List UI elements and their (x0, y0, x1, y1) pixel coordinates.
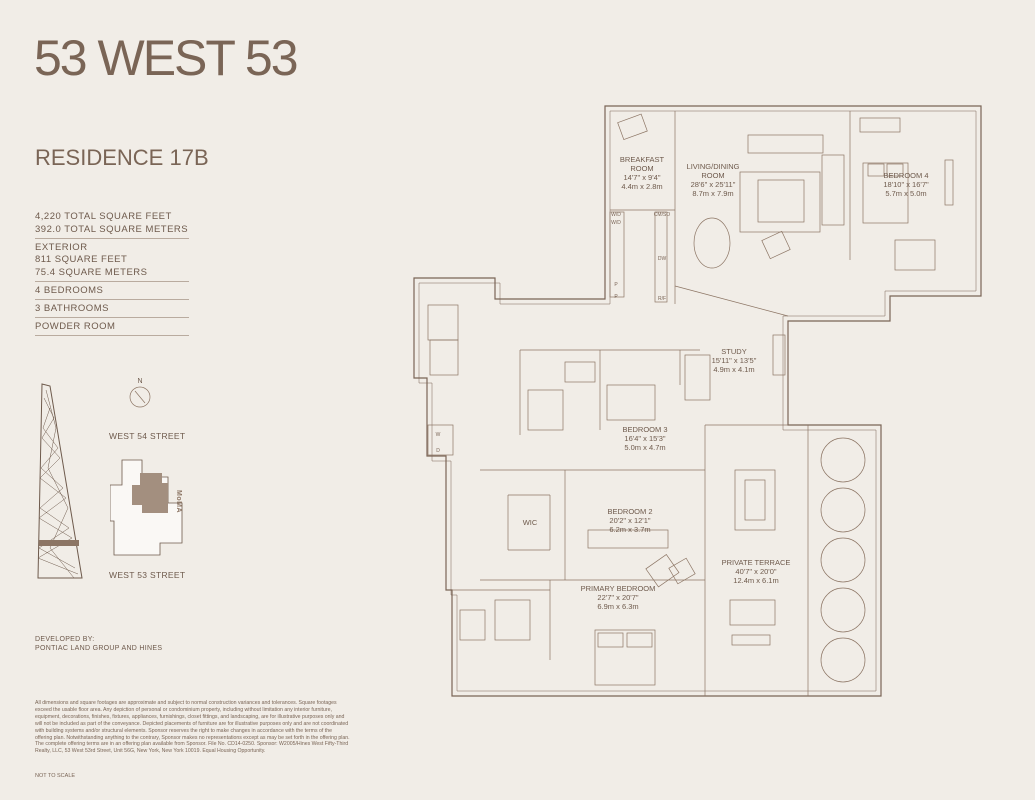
powder-room: POWDER ROOM (35, 321, 116, 332)
bedrooms-count: 4 BEDROOMS (35, 285, 104, 296)
exterior-sqm: 75.4 SQUARE METERS (35, 267, 148, 278)
room-bedroom4-name: BEDROOM 4 (883, 171, 928, 180)
fixture-d: D (436, 448, 440, 454)
floor-plan: BREAKFAST ROOM 14'7" x 9'4" 4.4m x 2.8m … (413, 105, 982, 697)
divider (35, 335, 189, 336)
room-study-dim-ft: 15'11" x 13'5" (712, 356, 757, 365)
room-terrace-dim-m: 12.4m x 6.1m (733, 576, 778, 585)
room-breakfast-dim-m: 4.4m x 2.8m (621, 182, 662, 191)
fixture-cm: CM/SO (654, 212, 671, 218)
room-breakfast-dim-ft: 14'7" x 9'4" (624, 173, 661, 182)
site-keyplan (110, 459, 183, 556)
fixture-p: P (614, 282, 618, 288)
exterior-sqft: 811 SQUARE FEET (35, 254, 128, 265)
not-to-scale-note: NOT TO SCALE (35, 773, 76, 779)
divider (35, 238, 189, 239)
north-label: N (137, 378, 143, 385)
compass-icon (129, 386, 151, 408)
room-bedroom2-dim-ft: 20'2" x 12'1" (609, 516, 650, 525)
north-arrow: N (128, 378, 152, 414)
plan-outline-inner (418, 110, 977, 692)
room-terrace-dim-ft: 40'7" x 20'0" (735, 567, 776, 576)
room-bedroom3-dim-m: 5.0m x 4.7m (624, 443, 665, 452)
room-bedroom4-dim-ft: 18'10" x 16'7" (883, 180, 929, 189)
room-bedroom2-name: BEDROOM 2 (607, 507, 652, 516)
divider (35, 317, 189, 318)
room-bedroom2-dim-m: 6.2m x 3.7m (609, 525, 650, 534)
fixture-p2: P (614, 294, 618, 300)
divider (35, 281, 189, 282)
brand-title: 53 WEST 53 (34, 30, 299, 86)
room-living-name2: ROOM (701, 171, 724, 180)
fixture-w: W (436, 432, 441, 438)
room-bedroom3-dim-ft: 16'4" x 15'3" (624, 434, 665, 443)
room-primary-dim-ft: 22'7" x 20'7" (597, 593, 638, 602)
developer-name: PONTIAC LAND GROUP AND HINES (35, 645, 163, 652)
room-breakfast-name2: ROOM (630, 164, 653, 173)
developer-label: DEVELOPED BY: (35, 636, 95, 643)
street-label-north: WEST 54 STREET (109, 431, 186, 441)
fixture-wd: W/D (611, 212, 621, 218)
total-sqm: 392.0 TOTAL SQUARE METERS (35, 224, 189, 235)
moma-label: MoMA (175, 490, 182, 513)
room-terrace-name: PRIVATE TERRACE (722, 558, 791, 567)
room-primary-name: PRIMARY BEDROOM (581, 584, 656, 593)
divider (35, 299, 189, 300)
exterior-label: EXTERIOR (35, 242, 88, 253)
room-primary-dim-m: 6.9m x 6.3m (597, 602, 638, 611)
residence-title: RESIDENCE 17B (35, 145, 209, 170)
total-sqft: 4,220 TOTAL SQUARE FEET (35, 211, 172, 222)
legal-disclaimer: All dimensions and square footages are a… (35, 700, 350, 755)
bathrooms-count: 3 BATHROOMS (35, 303, 109, 314)
room-breakfast-name: BREAKFAST (620, 155, 665, 164)
tower-illustration (37, 383, 83, 579)
room-living-dim-m: 8.7m x 7.9m (692, 189, 733, 198)
room-living-dim-ft: 28'6" x 25'11" (691, 180, 736, 189)
room-study-name: STUDY (721, 347, 746, 356)
room-bedroom3-name: BEDROOM 3 (622, 425, 667, 434)
fixture-rf: R/F (658, 296, 666, 302)
room-study-dim-m: 4.9m x 4.1m (713, 365, 754, 374)
street-label-south: WEST 53 STREET (109, 570, 186, 580)
room-living-name: LIVING/DINING (687, 162, 740, 171)
room-wic-name: WIC (523, 518, 538, 527)
fixture-dw: DW (658, 256, 667, 262)
fixture-wd2: W/D (611, 220, 621, 226)
room-bedroom4-dim-m: 5.7m x 5.0m (885, 189, 926, 198)
